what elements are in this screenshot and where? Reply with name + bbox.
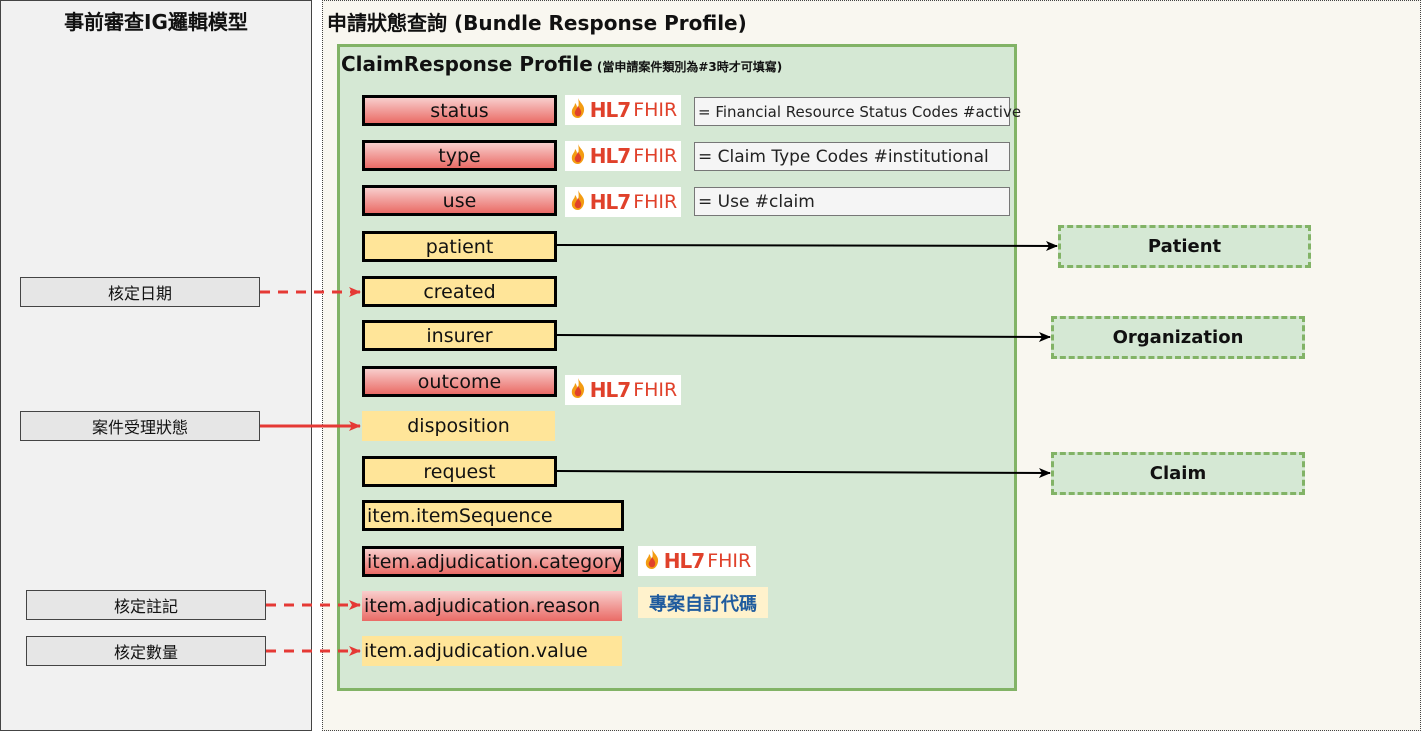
claimresponse-profile-title: ClaimResponse Profile(當申請案件類別為#3時才可填寫) bbox=[341, 52, 782, 76]
fhir-text: FHIR bbox=[633, 379, 678, 401]
field-request: request bbox=[362, 456, 557, 487]
field-item-adjudication-value: item.adjudication.value bbox=[362, 636, 622, 666]
hl7-text: HL7 bbox=[663, 549, 705, 573]
target-claim: Claim bbox=[1051, 452, 1305, 495]
target-patient: Patient bbox=[1058, 225, 1311, 268]
field-outcome: outcome bbox=[362, 366, 557, 397]
hl7-text: HL7 bbox=[589, 144, 631, 168]
logic-model-title: 事前審查IG邏輯模型 bbox=[64, 10, 248, 34]
fhir-text: FHIR bbox=[707, 550, 752, 572]
flame-icon bbox=[643, 548, 661, 574]
field-insurer: insurer bbox=[362, 320, 557, 351]
model-approval-date: 核定日期 bbox=[20, 277, 260, 307]
target-organization: Organization bbox=[1051, 316, 1305, 359]
hl7-text: HL7 bbox=[589, 98, 631, 122]
flame-icon bbox=[569, 143, 587, 169]
bundle-response-title: 申請狀態查詢 (Bundle Response Profile) bbox=[327, 11, 747, 35]
model-approval-note: 核定註記 bbox=[26, 590, 266, 620]
custom-code-label: 專案自訂代碼 bbox=[638, 587, 768, 618]
field-item-adjudication-category: item.adjudication.category bbox=[362, 546, 624, 577]
field-status: status bbox=[362, 95, 557, 126]
flame-icon bbox=[569, 97, 587, 123]
field-item-adjudication-reason: item.adjudication.reason bbox=[362, 591, 622, 621]
arrow-insurer-reference bbox=[556, 331, 1051, 342]
field-item-sequence: item.itemSequence bbox=[362, 500, 624, 531]
field-use: use bbox=[362, 185, 557, 216]
flame-icon bbox=[569, 377, 587, 403]
field-patient: patient bbox=[362, 231, 557, 262]
fhir-text: FHIR bbox=[633, 145, 678, 167]
fixed-value-status: = Financial Resource Status Codes #activ… bbox=[694, 97, 1021, 126]
fhir-text: FHIR bbox=[633, 191, 678, 213]
model-approval-quantity: 核定數量 bbox=[26, 636, 266, 666]
model-case-status: 案件受理狀態 bbox=[20, 411, 260, 441]
fhir-text: FHIR bbox=[633, 99, 678, 121]
field-disposition: disposition bbox=[362, 411, 555, 441]
arrow-patient-reference bbox=[556, 240, 1058, 251]
hl7-text: HL7 bbox=[589, 190, 631, 214]
fixed-value-use: = Use #claim bbox=[694, 187, 1010, 216]
flame-icon bbox=[569, 189, 587, 215]
field-type: type bbox=[362, 140, 557, 171]
profile-title-text: ClaimResponse Profile bbox=[341, 52, 593, 76]
fixed-value-type: = Claim Type Codes #institutional bbox=[694, 142, 1010, 171]
field-created: created bbox=[362, 276, 557, 307]
profile-title-note: (當申請案件類別為#3時才可填寫) bbox=[596, 60, 783, 74]
hl7-text: HL7 bbox=[589, 378, 631, 402]
arrow-request-reference bbox=[556, 467, 1051, 478]
